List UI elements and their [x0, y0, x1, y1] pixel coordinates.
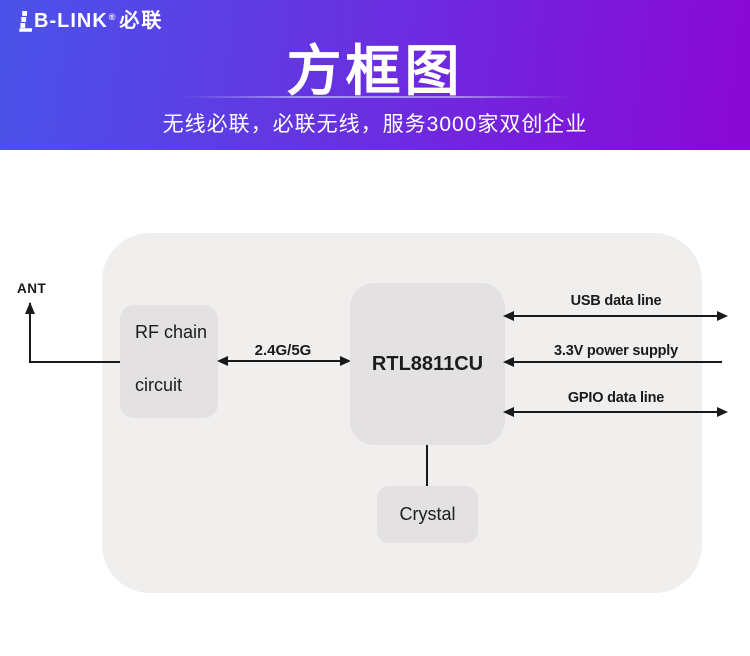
rf-chain-box: RF chain circuit	[120, 305, 218, 418]
header-banner: B-LINK ® 必联 方框图 无线必联，必联无线，服务3000家双创企业	[0, 0, 750, 150]
crystal-label: Crystal	[399, 504, 456, 524]
chip-box: RTL8811CU	[350, 283, 505, 445]
gpio-data-line-arrow	[503, 407, 728, 417]
arrow-head-right	[717, 311, 728, 321]
power-supply-arrow	[503, 356, 722, 367]
brand-logo-chinese: 必联	[119, 10, 164, 32]
registered-mark: ®	[108, 12, 116, 22]
ant-connector-line	[30, 361, 121, 363]
arrow-head-right	[717, 407, 728, 417]
chip-label: RTL8811CU	[371, 352, 484, 375]
power-supply-label: 3.3V power supply	[554, 343, 678, 359]
title-divider	[181, 96, 571, 98]
brand-logo-text: B-LINK	[34, 10, 108, 32]
ant-arrow	[25, 302, 35, 363]
freq-label: 2.4G/5G	[254, 342, 312, 359]
lb-link-l-icon	[17, 10, 33, 37]
usb-data-line-label: USB data line	[570, 293, 662, 309]
arrow-head-right	[340, 356, 351, 366]
arrow-head-up	[25, 302, 35, 314]
arrow-head-left	[503, 407, 514, 417]
brand-logo: B-LINK ® 必联	[17, 10, 163, 37]
crystal-box: Crystal	[377, 486, 478, 543]
crystal-connector-line	[426, 445, 428, 486]
header-subtitle: 无线必联，必联无线，服务3000家双创企业	[162, 113, 588, 136]
ant-label: ANT	[17, 281, 47, 296]
rf-box-label-line2: circuit	[135, 375, 183, 395]
gpio-data-line-label: GPIO data line	[567, 390, 665, 406]
page-title: 方框图	[286, 40, 464, 102]
usb-data-line-arrow	[503, 311, 728, 321]
arrow-head-left	[503, 356, 514, 367]
rf-box-label-line1: RF chain	[135, 322, 208, 342]
arrow-head-left	[217, 356, 228, 366]
arrow-head-left	[503, 311, 514, 321]
freq-arrow	[217, 356, 351, 366]
diagram-area: ANT RF chain circuit 2.4G/5G RTL8811CU U…	[0, 150, 750, 656]
